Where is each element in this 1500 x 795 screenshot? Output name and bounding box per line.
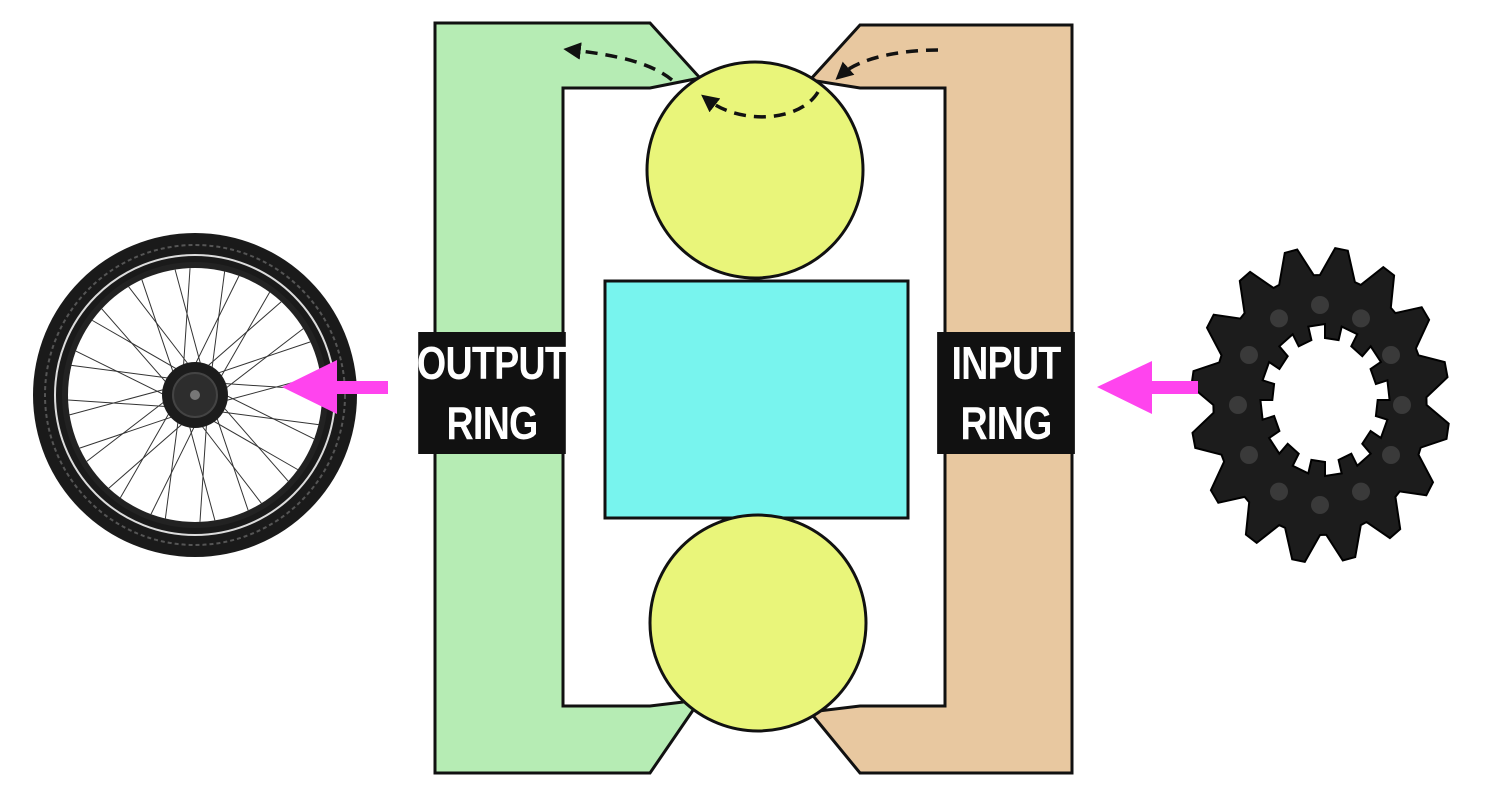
output-ring: [433, 21, 704, 775]
output-label-line2: RING: [446, 397, 538, 449]
planet-gear-top: [645, 60, 865, 280]
input-arrow: [1097, 361, 1198, 414]
input-ring-label: INPUT RING: [937, 332, 1075, 454]
input-label-line1: INPUT: [951, 337, 1061, 389]
planet-gear-bottom: [648, 513, 868, 733]
output-ring-label: OUTPUT RING: [416, 332, 568, 454]
sprocket-icon: [1190, 246, 1450, 564]
dashed-arrow-planet: [701, 91, 820, 119]
output-label-line1: OUTPUT: [416, 337, 568, 389]
input-ring: [807, 23, 1074, 775]
bicycle-wheel-icon: [33, 233, 357, 557]
input-label-line2: RING: [960, 397, 1052, 449]
dashed-arrow-output: [563, 42, 674, 82]
carrier-block: [603, 279, 910, 520]
output-arrow: [282, 360, 388, 414]
